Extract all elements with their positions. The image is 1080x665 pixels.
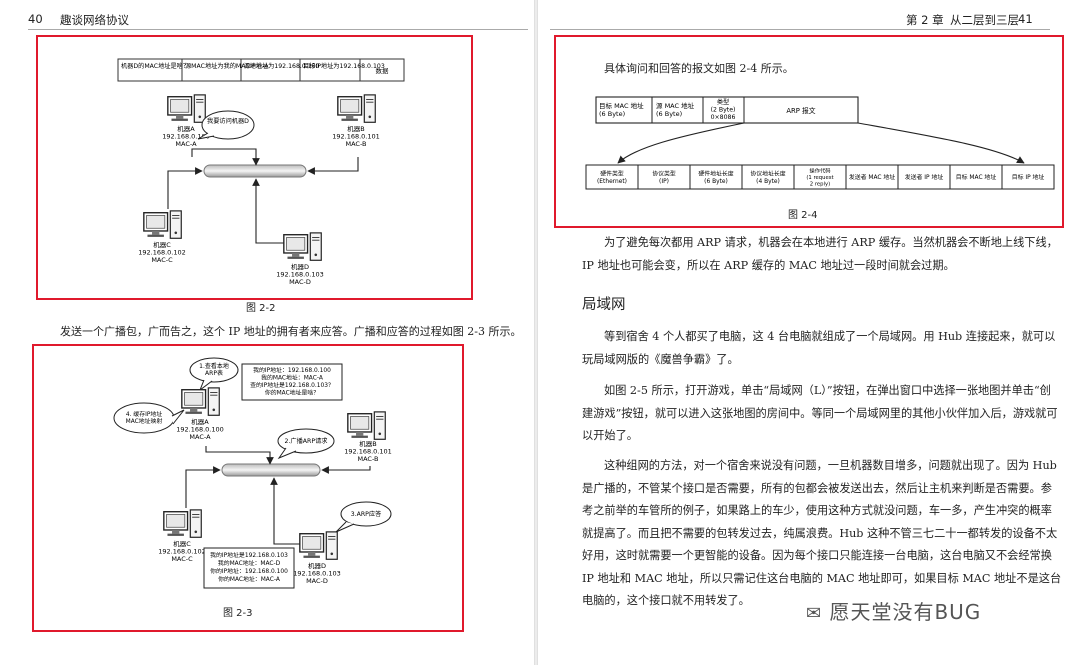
fig23-caption: 图 2-3 (223, 608, 253, 619)
paragraph-arp-cache: 为了避免每次都用 ARP 请求，机器会在本地进行 ARP 缓存。当然机器会不断地… (582, 236, 1058, 272)
machine-a-icon (167, 94, 206, 123)
figure-2-2: 机器D的MAC地址是啥？ 源MAC地址为我的MAC地址-A 源IP地址为192.… (117, 58, 405, 286)
arp-field-label: 发送者 MAC 地址 (849, 173, 895, 181)
ethernet-frame (595, 96, 859, 124)
arp-field-label: 协议类型(IP) (652, 169, 676, 185)
paragraph-game-setup: 如图 2-5 所示，打开游戏，单击“局域网（L）”按钮，在弹出窗口中选择一张地图… (582, 384, 1058, 442)
link-b (307, 157, 359, 175)
machine-a-icon (181, 387, 220, 416)
paragraph-dorm-lan: 等到宿舍 4 个人都买了电脑，这 4 台电脑就组成了一个局域网。用 Hub 连接… (582, 330, 1056, 366)
link-c (167, 167, 203, 209)
hub-cable (203, 164, 307, 178)
arp-field-cell (585, 164, 639, 190)
packet-field-2: 源MAC地址为我的MAC地址-A (185, 62, 269, 70)
book-gutter (534, 0, 538, 665)
link-b (321, 466, 371, 474)
fig24-caption: 图 2-4 (788, 210, 818, 221)
arp-field-cell (897, 164, 951, 190)
frame-dst-mac: 目标 MAC 地址(6 Byte) (599, 101, 644, 118)
watermark-text: 愿天堂没有BUG (829, 600, 982, 624)
arp-field-label: 目标 MAC 地址 (956, 173, 997, 181)
bubble-check-arp (189, 357, 239, 383)
link-d (270, 477, 300, 545)
arp-field-cell (1001, 164, 1055, 190)
machine-c-icon (163, 509, 202, 538)
header-rule (28, 29, 528, 30)
packet-frame (117, 58, 405, 82)
arp-field-label: 协议地址长度(4 Byte) (750, 169, 785, 185)
arp-fields-row: 硬件类型(Ethernet) 协议类型(IP) 硬件地址长度(6 Byte) 协议地址… (585, 164, 1055, 190)
arp-field-label: 发送者 IP 地址 (905, 173, 944, 181)
packet-field-5: 数据 (376, 66, 390, 75)
frame-type: 类型(2 Byte)0×8086 (711, 98, 736, 121)
fig24-highlight (554, 35, 1064, 228)
speech-bubble-text: 我要访问机器D (207, 117, 249, 125)
arp-field-label: 硬件地址长度(6 Byte) (698, 169, 733, 185)
chapter-title: 从二层到三层 (950, 13, 1019, 27)
machine-d-icon (299, 531, 338, 560)
machine-d-icon (283, 232, 322, 261)
fig22-caption: 图 2-2 (246, 303, 276, 314)
frame-arp-payload: ARP 报文 (786, 106, 815, 115)
figure-2-4: 目标 MAC 地址(6 Byte) 源 MAC 地址(6 Byte) 类型(2 … (585, 96, 1055, 190)
fig22-highlight (36, 35, 473, 300)
page-number-right: 41 (1018, 12, 1033, 26)
watermark: ✉ 愿天堂没有BUG (806, 596, 981, 625)
packet-field-4: 目标IP地址为192.168.0.103 (303, 62, 385, 70)
link-a (191, 148, 260, 166)
left-body-text: 发送一个广播包，广而告之，这个 IP 地址的拥有者来应答。广播和应答的过程如图 … (60, 325, 522, 338)
machine-b-icon (347, 411, 386, 440)
running-title: 趣谈网络协议 (60, 13, 129, 27)
arp-field-label: 硬件类型(Ethernet) (597, 169, 627, 185)
hub-cable (221, 463, 321, 477)
wechat-icon: ✉ (806, 603, 823, 624)
bubble-arp-reply (340, 501, 392, 527)
right-page: 第 2 章 从二层到三层 41 具体询问和回答的报文如图 2-4 所示。 目标 … (538, 0, 1080, 665)
arp-field-cell (741, 164, 795, 190)
speech-bubble (201, 110, 255, 140)
fig23-highlight (32, 344, 464, 632)
link-c (185, 466, 221, 508)
link-d (252, 178, 284, 244)
arp-reply-box (203, 547, 295, 589)
fig24-intro: 具体询问和回答的报文如图 2-4 所示。 (604, 62, 794, 75)
machine-c-icon (143, 210, 182, 239)
packet-field-1: 机器D的MAC地址是啥？ (121, 62, 189, 70)
arp-field-cell (845, 164, 899, 190)
expand-arrow-left (617, 122, 745, 164)
link-a (205, 446, 274, 465)
expand-arrow-right (857, 122, 1025, 164)
arp-request-box (241, 363, 343, 401)
bubble-arp-reply-text: 3.ARP应答 (351, 510, 382, 518)
bubble-cache-mapping (113, 402, 175, 434)
left-page: 40 趣谈网络协议 机器D的MAC地址是啥？ 源MAC地址为我的MAC地址-A … (0, 0, 534, 665)
packet-field-3: 源IP地址为192.168.0.100 (244, 62, 320, 70)
header-rule (550, 29, 1050, 30)
bubble-broadcast (277, 428, 335, 454)
chapter-number: 第 2 章 (906, 13, 944, 27)
machine-b-icon (337, 94, 376, 123)
bubble-broadcast-text: 2.广播ARP请求 (285, 437, 328, 445)
page-number-left: 40 (28, 12, 43, 26)
frame-src-mac: 源 MAC 地址(6 Byte) (656, 101, 695, 118)
section-heading-lan: 局域网 (582, 297, 626, 313)
arp-field-label: 目标 IP 地址 (1012, 173, 1045, 181)
paragraph-hub-problem: 这种组网的方法，对一个宿舍来说没有问题，一旦机器数目增多，问题就出现了。因为 H… (582, 459, 1062, 607)
